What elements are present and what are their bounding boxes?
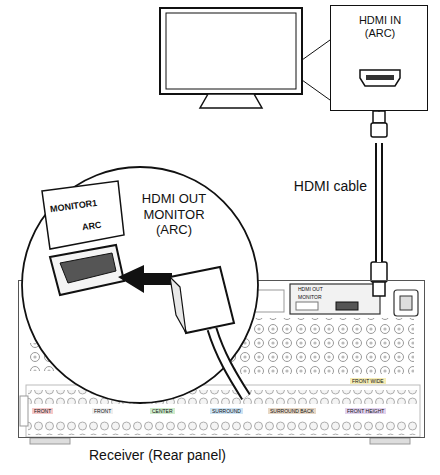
- insert-arrow: [118, 265, 172, 293]
- hdmi-port: [50, 245, 124, 295]
- speaker-label: SURROUND: [210, 408, 243, 414]
- speaker-label: FRONT HEIGHT: [345, 408, 386, 414]
- hdmi-cable: [379, 111, 380, 262]
- speaker-label: FRONT: [32, 408, 53, 414]
- port-name: HDMI OUT MONITOR (ARC): [124, 191, 224, 238]
- port-label: HDMI IN (ARC): [331, 14, 429, 40]
- hdmi-port-icon: [331, 62, 429, 102]
- speaker-label: FRONT WIDE: [350, 378, 386, 384]
- port-callout-box: HDMI IN (ARC): [330, 5, 428, 111]
- hdmi-plug: [371, 111, 387, 137]
- speaker-label: CENTER: [150, 408, 175, 414]
- magnified-circle: MONITOR1ARCHDMI OUT MONITOR (ARC): [20, 165, 260, 405]
- speaker-label: FRONT: [92, 408, 113, 414]
- circle-outline: [20, 165, 260, 405]
- port-label: MONITOR: [296, 294, 324, 300]
- tv: [160, 8, 330, 108]
- speaker-label: SURROUND BACK: [268, 408, 316, 414]
- cable-label: HDMI cable: [294, 178, 367, 194]
- caption-text: Receiver (Rear panel): [89, 447, 226, 464]
- port-label: HDMI OUT: [296, 286, 325, 292]
- hdmi-plug: [170, 267, 234, 333]
- port-plate: [42, 181, 124, 249]
- hdmi-cable: [212, 329, 246, 397]
